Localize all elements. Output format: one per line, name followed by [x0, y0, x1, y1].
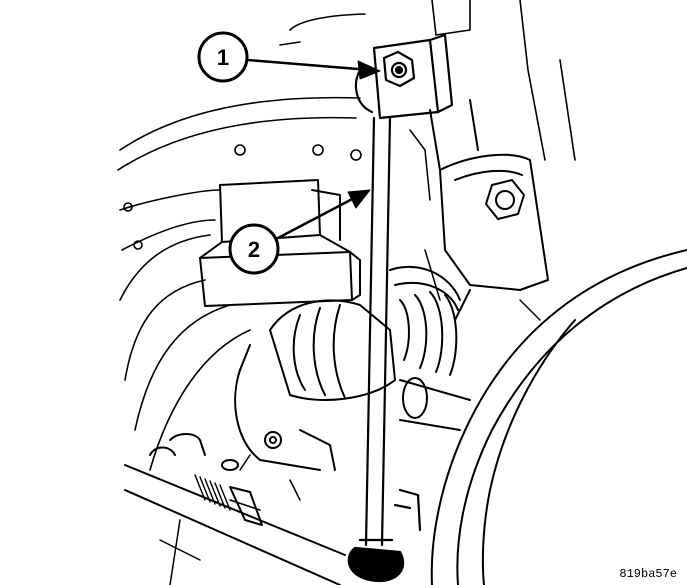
- callout-2-leader: [276, 194, 360, 240]
- steering-knuckle: [429, 99, 549, 321]
- callout-1-arrowhead: [357, 60, 381, 80]
- callout-1-leader: [246, 58, 372, 72]
- callout-1: 1: [197, 31, 381, 83]
- wheel-arcs: [430, 249, 687, 585]
- callout-2-circle: [228, 223, 280, 275]
- drive-axle: [234, 265, 471, 471]
- tie-rod: [124, 433, 346, 585]
- callout-1-circle: [197, 31, 249, 83]
- mount-block: [199, 179, 361, 307]
- callout-2: 2: [228, 189, 371, 275]
- callout-2-arrowhead: [347, 189, 371, 209]
- misc-details: [159, 129, 541, 585]
- callout-1-number: 1: [217, 45, 229, 70]
- stabilizer-link: [347, 33, 454, 583]
- callout-2-number: 2: [248, 237, 260, 262]
- body-structure: [117, 0, 576, 471]
- figure-id-label: 819ba57e: [619, 567, 677, 581]
